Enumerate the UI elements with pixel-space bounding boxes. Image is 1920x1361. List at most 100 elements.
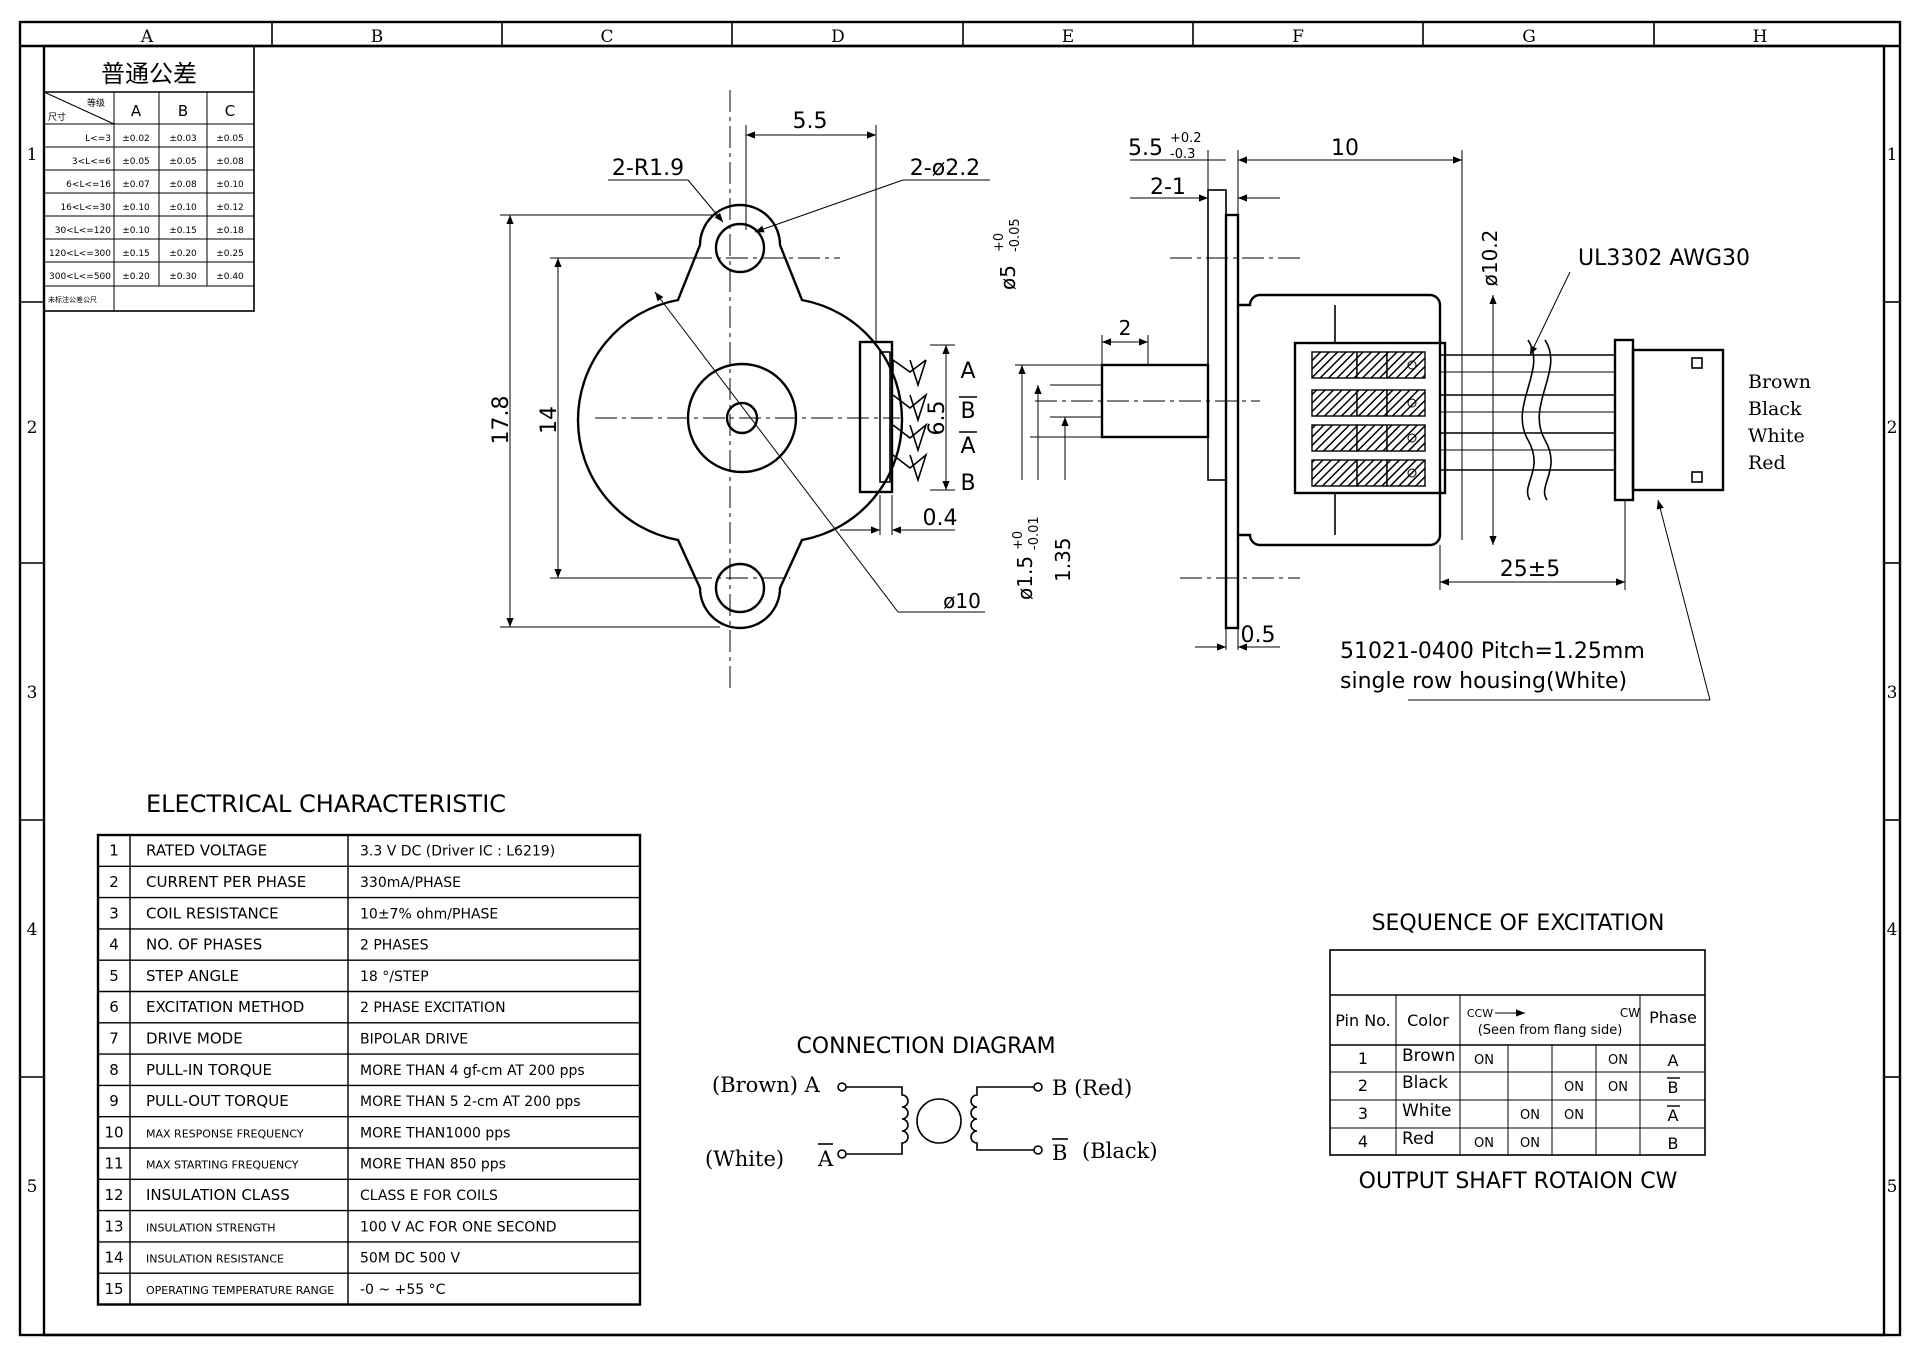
pin-label-a: A bbox=[960, 359, 975, 384]
row-label: 3 bbox=[27, 683, 38, 703]
tolerance-range: 300<L<=500 bbox=[49, 272, 111, 282]
sequence-phase: B bbox=[1668, 1134, 1679, 1153]
tolerance-table: 普通公差 尺寸 等级 A B C L<=3±0.02±0.03±0.053<L<… bbox=[43, 45, 255, 312]
electrical-row-no: 11 bbox=[104, 1155, 123, 1173]
dim-pin-len: 1.35 bbox=[1051, 537, 1075, 582]
electrical-row-value: 18 °/STEP bbox=[360, 969, 429, 985]
row-label: 4 bbox=[1887, 920, 1898, 940]
tolerance-value-b: ±0.20 bbox=[169, 249, 197, 259]
electrical-row-item: OPERATING TEMPERATURE RANGE bbox=[146, 1284, 334, 1297]
electrical-row-no: 10 bbox=[104, 1123, 123, 1141]
sequence-step-on: ON bbox=[1564, 1108, 1584, 1123]
sequence-phase: B bbox=[1668, 1078, 1679, 1097]
electrical-row-value: MORE THAN 5 2-cm AT 200 pps bbox=[360, 1094, 581, 1110]
tolerance-value-a: ±0.05 bbox=[122, 157, 150, 167]
sequence-title: SEQUENCE OF EXCITATION bbox=[1372, 911, 1665, 936]
electrical-row-no: 14 bbox=[104, 1249, 123, 1267]
dim-boss-tol-dn: -0.05 bbox=[1008, 218, 1023, 252]
electrical-row-value: 330mA/PHASE bbox=[360, 875, 461, 891]
dim-pin: ø1.5 bbox=[1013, 556, 1037, 600]
dim-diameter: ø10 bbox=[943, 589, 981, 613]
dim-pin-tol-up: +0 bbox=[1011, 531, 1026, 550]
wire-color-brown: Brown bbox=[1748, 371, 1811, 393]
electrical-row-item: PULL-IN TORQUE bbox=[146, 1061, 272, 1079]
row-label: 5 bbox=[1887, 1177, 1898, 1197]
sequence-step-on: ON bbox=[1520, 1108, 1540, 1123]
electrical-row-item: EXCITATION METHOD bbox=[146, 998, 304, 1016]
row-label: 3 bbox=[1887, 683, 1898, 703]
electrical-row-no: 7 bbox=[109, 1029, 119, 1047]
connection-left-bottom: (White) bbox=[705, 1147, 784, 1171]
column-label: C bbox=[600, 27, 613, 47]
connection-left-top: (Brown) A bbox=[712, 1073, 821, 1097]
electrical-row-no: 2 bbox=[109, 873, 119, 891]
dim-shaft: 5.5 bbox=[1128, 136, 1163, 161]
sequence-col-pin: Pin No. bbox=[1335, 1011, 1391, 1030]
column-label: A bbox=[140, 27, 154, 47]
tolerance-range: 6<L<=16 bbox=[66, 180, 111, 190]
electrical-row-item: MAX STARTING FREQUENCY bbox=[146, 1159, 299, 1172]
sequence-pin: 1 bbox=[1358, 1049, 1368, 1068]
sequence-step-on: ON bbox=[1520, 1136, 1540, 1151]
sequence-pin: 3 bbox=[1358, 1104, 1368, 1123]
electrical-row-item: INSULATION RESISTANCE bbox=[146, 1253, 284, 1266]
row-label: 5 bbox=[27, 1177, 38, 1197]
dim-shaft-tol-dn: -0.3 bbox=[1170, 147, 1195, 162]
column-label: D bbox=[831, 27, 845, 47]
tolerance-header-size: 尺寸 bbox=[48, 111, 66, 123]
electrical-row-no: 5 bbox=[109, 967, 119, 985]
electrical-row-item: RATED VOLTAGE bbox=[146, 842, 267, 860]
tolerance-value-c: ±0.40 bbox=[216, 272, 244, 282]
row-label: 2 bbox=[1887, 418, 1898, 438]
tolerance-range: 3<L<=6 bbox=[72, 157, 111, 167]
pin-label-b-bar: B bbox=[960, 399, 975, 424]
sequence-footer: OUTPUT SHAFT ROTAION CW bbox=[1359, 1169, 1678, 1194]
electrical-row-value: MORE THAN1000 pps bbox=[360, 1125, 510, 1141]
electrical-row-value: BIPOLAR DRIVE bbox=[360, 1031, 468, 1047]
connection-left-bottom-pin: A bbox=[817, 1147, 834, 1171]
tolerance-value-b: ±0.03 bbox=[169, 134, 197, 144]
connection-right-bottom-pin: B bbox=[1052, 1141, 1067, 1165]
electrical-row-value: MORE THAN 850 pps bbox=[360, 1157, 506, 1173]
dim-boss-tol-up: +0 bbox=[992, 233, 1007, 252]
dim-holes: 2-ø2.2 bbox=[910, 156, 980, 181]
electrical-row-item: CURRENT PER PHASE bbox=[146, 873, 306, 891]
column-label: H bbox=[1753, 27, 1768, 47]
tolerance-value-c: ±0.10 bbox=[216, 180, 244, 190]
sequence-pin: 4 bbox=[1358, 1132, 1368, 1151]
tolerance-header-grade: 等级 bbox=[87, 97, 105, 109]
tolerance-value-b: ±0.30 bbox=[169, 272, 197, 282]
column-label: E bbox=[1062, 27, 1074, 47]
sequence-phase: A bbox=[1668, 1106, 1679, 1125]
tolerance-grade-a: A bbox=[131, 102, 142, 120]
tolerance-value-b: ±0.08 bbox=[169, 180, 197, 190]
wire-color-red: Red bbox=[1748, 452, 1786, 474]
column-label: G bbox=[1522, 27, 1536, 47]
sequence-pin: 2 bbox=[1358, 1076, 1368, 1095]
dim-boss: ø5 bbox=[996, 265, 1020, 290]
electrical-row-item: COIL RESISTANCE bbox=[146, 904, 279, 922]
electrical-row-no: 8 bbox=[109, 1061, 119, 1079]
tolerance-range: 16<L<=30 bbox=[60, 203, 111, 213]
electrical-table-border bbox=[96, 833, 642, 1306]
tolerance-value-c: ±0.08 bbox=[216, 157, 244, 167]
tolerance-value-a: ±0.10 bbox=[122, 226, 150, 236]
dim-shaft-tol-up: +0.2 bbox=[1170, 131, 1202, 146]
electrical-row-no: 4 bbox=[109, 936, 119, 954]
sequence-step-on: ON bbox=[1608, 1053, 1628, 1068]
dim-lead: 25±5 bbox=[1500, 557, 1560, 582]
tolerance-range: L<=3 bbox=[85, 134, 111, 144]
row-label: 1 bbox=[1887, 145, 1898, 165]
tolerance-title: 普通公差 bbox=[101, 60, 197, 88]
sequence-step-on: ON bbox=[1474, 1136, 1494, 1151]
electrical-row-no: 12 bbox=[104, 1186, 123, 1204]
dim-height: 17.8 bbox=[489, 396, 514, 445]
wire-color-white: White bbox=[1748, 425, 1805, 447]
connection-right-bottom: (Black) bbox=[1082, 1139, 1158, 1163]
pin-label-a-bar: A bbox=[960, 434, 975, 459]
tolerance-value-c: ±0.18 bbox=[216, 226, 244, 236]
sequence-cw: CW bbox=[1620, 1006, 1640, 1020]
connection-right-top: B (Red) bbox=[1052, 1076, 1132, 1100]
tolerance-value-b: ±0.05 bbox=[169, 157, 197, 167]
